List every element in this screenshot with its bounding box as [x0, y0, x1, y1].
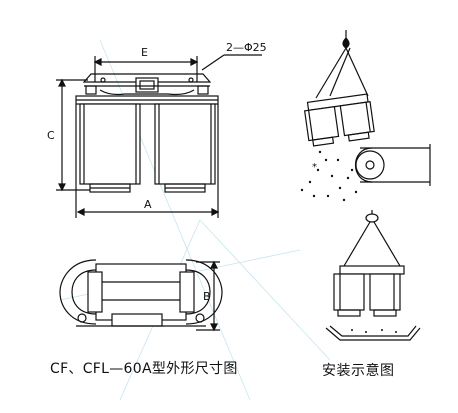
dimension-c: [56, 78, 90, 192]
dimension-b: [196, 260, 220, 332]
label-c: C: [47, 129, 55, 142]
label-a: A: [144, 198, 152, 211]
dimension-e: [93, 56, 199, 82]
label-b: B: [203, 290, 211, 303]
label-hole-spec: 2—Φ25: [226, 41, 267, 54]
top-view: [59, 259, 223, 332]
watermark: [59, 39, 331, 401]
material-particles: [300, 150, 358, 202]
install-view-conveyor: *: [300, 30, 431, 202]
dimension-a: [75, 104, 220, 218]
svg-text:*: *: [312, 162, 317, 173]
front-view: [56, 54, 262, 218]
install-view-chute: [325, 210, 421, 341]
caption-outline-dimensions: CF、CFL—60A型外形尺寸图: [50, 361, 238, 377]
label-e: E: [141, 46, 148, 59]
caption-installation: 安装示意图: [322, 363, 395, 379]
